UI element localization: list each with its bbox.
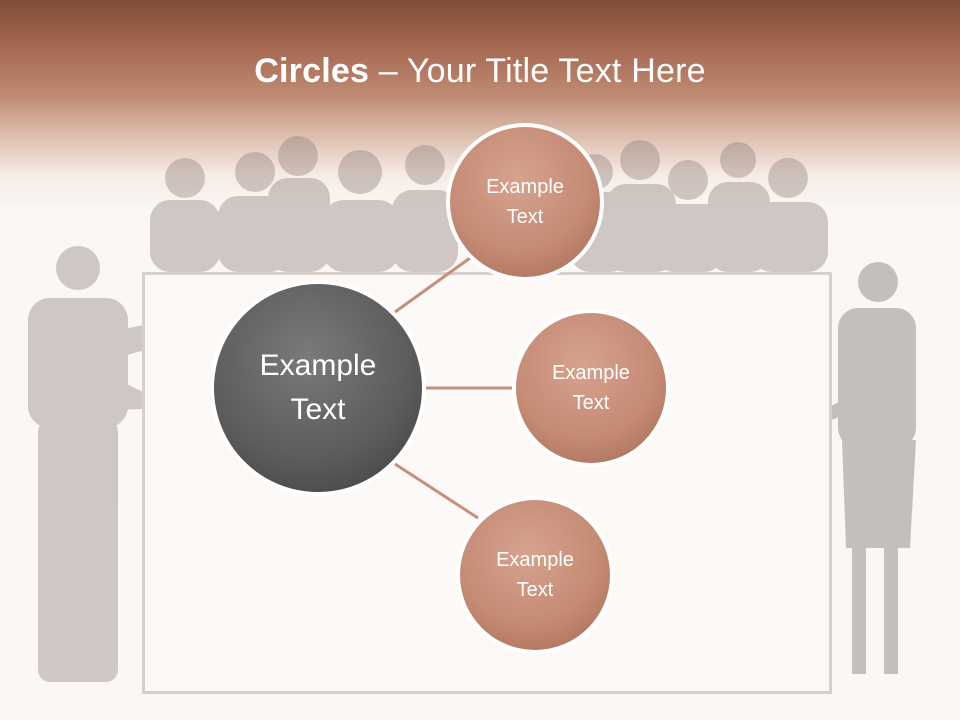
satellite-circle-2[interactable] [516, 313, 666, 463]
satellite-label-1: Example Text [486, 176, 564, 228]
slide-title: Circles – Your Title Text Here [0, 52, 960, 91]
title-rest: – Your Title Text Here [369, 52, 706, 90]
satellite-circle-1[interactable] [450, 127, 600, 277]
title-bold: Circles [254, 52, 370, 90]
connector-line [394, 462, 479, 520]
hub-circle[interactable] [214, 284, 422, 492]
satellite-circle-3[interactable] [460, 500, 610, 650]
satellite-label-3: Example Text [496, 549, 574, 601]
hub-label: Example Text [259, 349, 377, 426]
connector-line [394, 256, 471, 314]
satellite-label-2: Example Text [552, 362, 630, 414]
